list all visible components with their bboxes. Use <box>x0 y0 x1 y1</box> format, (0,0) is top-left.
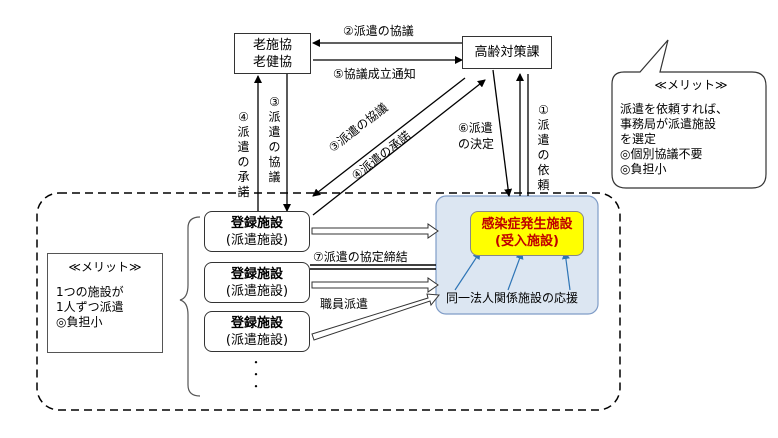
step6-line2: の決定 <box>458 137 495 151</box>
step5-label: ⑤協議成立通知 <box>333 67 416 81</box>
support-arrow-1 <box>454 251 481 291</box>
merit-right-line3: を選定 <box>620 132 657 146</box>
step4-vertical-label: ④派遣の承諾 <box>237 95 251 215</box>
merit-right-line5: ◎負担小 <box>620 162 667 176</box>
registered-facility-title: 登録施設 <box>230 316 283 331</box>
step1-text: ①派遣の依頼 <box>537 103 550 192</box>
step7-label: ⑦派遣の協定締結 <box>313 250 408 264</box>
registered-facility-title: 登録施設 <box>230 267 283 282</box>
roushikyou-line2: 老健協 <box>252 55 292 70</box>
registered-facility-sub: (派遣施設) <box>225 233 289 248</box>
staff-arrow-1 <box>311 223 439 239</box>
support-label: 同一法人関係施設の応援 <box>446 291 579 305</box>
merit-left-line2: 1人ずつ派遣 <box>56 300 124 314</box>
roushikyou-line1: 老施協 <box>252 38 292 53</box>
registered-facility-sub: (派遣施設) <box>225 284 289 299</box>
infection-facility-sub: (受入施設) <box>495 234 559 249</box>
merit-right-title: ≪メリット≫ <box>654 78 728 92</box>
step3-vertical-text: ③派遣の協議 <box>268 95 281 184</box>
step6-label: ⑥派遣 の決定 <box>458 120 494 152</box>
merit-right-callout <box>611 39 767 189</box>
merit-right-line1: 派遣を依頼すれば、 <box>620 102 729 116</box>
registered-facility-sub: (派遣施設) <box>225 333 289 348</box>
arrow-4-diagonal <box>312 79 486 216</box>
step6-line1: ⑥派遣 <box>458 121 493 135</box>
facility-brace <box>179 216 201 397</box>
infection-facility-title: 感染症発生施設 <box>481 217 573 232</box>
staff-arrow-2 <box>311 277 439 293</box>
merit-right-line2: 事務局が派遣施設 <box>620 117 717 131</box>
infection-facility-box: 感染症発生施設 (受入施設) <box>470 211 584 256</box>
step3-vertical-label: ③派遣の協議 <box>268 80 282 200</box>
registered-facility-2: 登録施設 (派遣施設) <box>204 262 310 303</box>
step4-vertical-text: ④派遣の承諾 <box>237 110 250 199</box>
step2-label: ②派遣の協議 <box>343 24 414 38</box>
support-arrow-3 <box>561 251 571 291</box>
merit-left-line3: ◎負担小 <box>56 315 103 329</box>
arrow-3-diagonal <box>312 77 466 197</box>
continuation-dots: ・ ・ ・ <box>250 356 262 393</box>
registered-facility-title: 登録施設 <box>230 216 283 231</box>
merit-right-content: ≪メリット≫ 派遣を依頼すれば、 事務局が派遣施設 を選定 ◎個別協議不要 ◎負… <box>620 78 762 177</box>
merit-left-box: ≪メリット≫ 1つの施設が 1人ずつ派遣 ◎負担小 <box>47 253 163 353</box>
merit-right-line4: ◎個別協議不要 <box>620 147 703 161</box>
staff-dispatch-label: 職員派遣 <box>320 297 369 311</box>
arrow-6 <box>492 69 513 197</box>
step1-label: ①派遣の依頼 <box>537 88 551 208</box>
support-arrow-2 <box>507 251 524 291</box>
kourei-taisaku-box: 高齢対策課 <box>462 36 552 69</box>
registered-facility-1: 登録施設 (派遣施設) <box>204 211 310 252</box>
staff-arrow-3 <box>311 293 440 341</box>
merit-left-title: ≪メリット≫ <box>68 260 142 274</box>
registered-facility-3: 登録施設 (派遣施設) <box>204 311 310 352</box>
merit-left-line1: 1つの施設が <box>56 285 124 299</box>
kourei-taisaku-label: 高齢対策課 <box>474 45 540 60</box>
roushikyou-box: 老施協 老健協 <box>234 33 311 74</box>
